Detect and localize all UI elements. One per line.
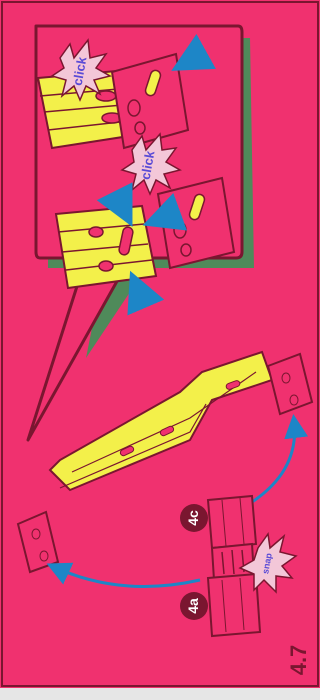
label-4c: 4c: [185, 510, 201, 526]
red-bracket-top: [112, 54, 188, 148]
bottom-strip: [0, 688, 320, 700]
label-4a: 4a: [185, 598, 201, 614]
yellow-rail-lower: [56, 206, 156, 288]
step-number: 4.7: [286, 645, 311, 676]
red-bracket-lower: [158, 178, 234, 268]
